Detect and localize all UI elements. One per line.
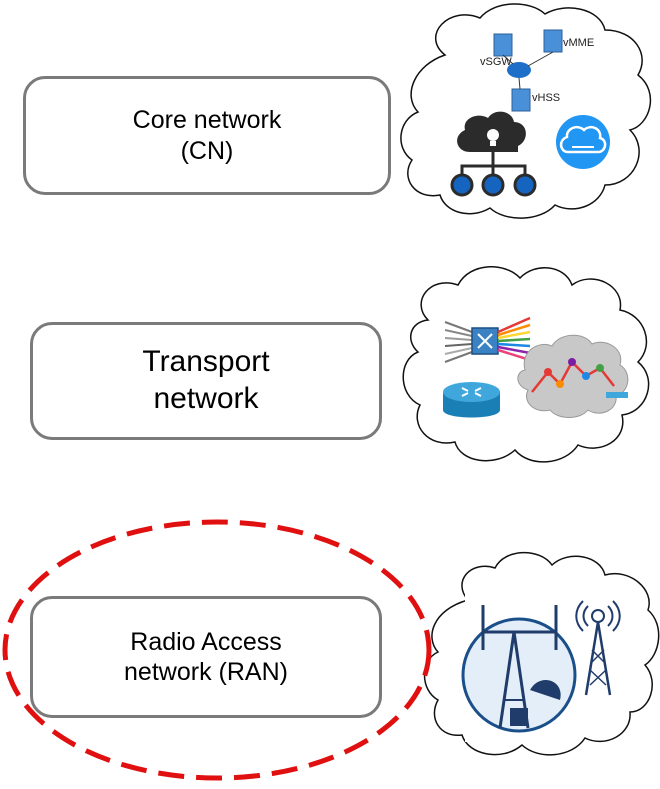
core-network-title-line1: Core network: [132, 106, 282, 134]
cloud-tree-icon: [450, 111, 537, 197]
transport-network-box: Transport network: [30, 322, 382, 440]
ran-title-line1: Radio Access: [130, 627, 282, 656]
core-network-box: Core network (CN): [23, 76, 391, 195]
vmme-label: vMME: [563, 37, 594, 49]
network-brain-icon: [517, 334, 629, 418]
vsgw-label: vSGW: [480, 56, 512, 68]
core-network-functions-icon: vSGW vMME vHSS: [480, 29, 594, 112]
optical-switch-icon: [444, 316, 531, 363]
ran-highlight-ellipse: [2, 519, 432, 781]
cell-tower-icon: [575, 600, 621, 696]
router-icon: [443, 382, 500, 418]
vhss-label: vHSS: [532, 92, 560, 104]
ran-title-line2: network (RAN): [124, 658, 288, 686]
transport-network-title-line1: Transport: [142, 345, 270, 379]
base-station-icon: [461, 592, 577, 742]
ran-box: Radio Access network (RAN): [30, 596, 382, 718]
transport-network-title-line2: network: [153, 382, 259, 415]
cloud-storage-icon: [556, 115, 610, 169]
core-network-title-line2: (CN): [180, 136, 234, 165]
